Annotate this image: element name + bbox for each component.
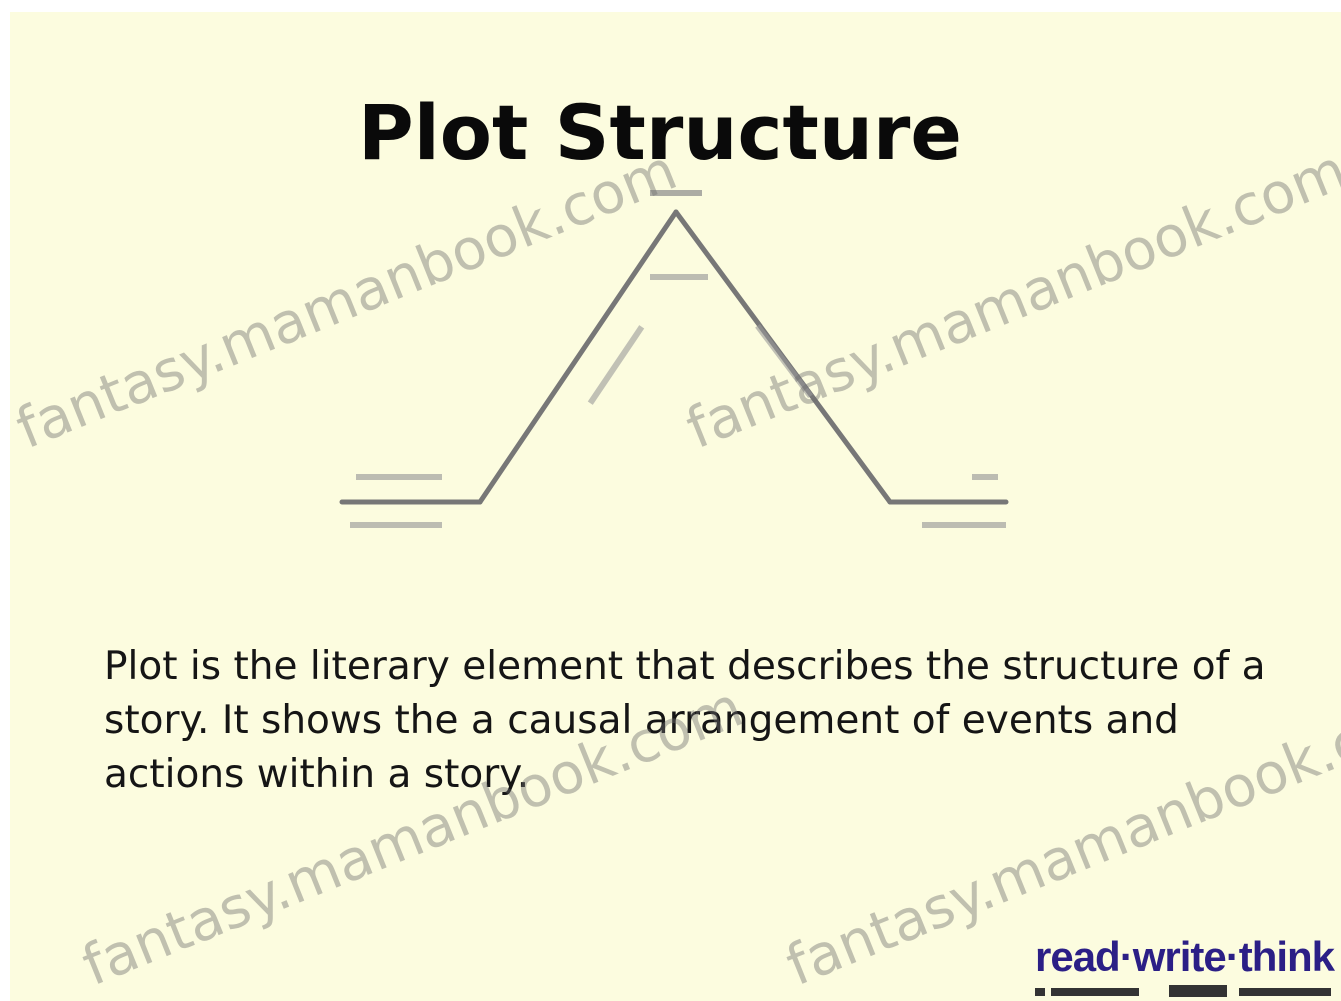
exposition-label-mark xyxy=(350,522,442,528)
readwritethink-logo: read·write·think xyxy=(1035,934,1341,1001)
falling-action-label-mark xyxy=(755,324,813,398)
climax-top-label-mark xyxy=(650,190,702,196)
climax-label-mark xyxy=(650,274,708,280)
slide-description: Plot is the literary element that descri… xyxy=(104,644,1266,797)
logo-text: read·write·think xyxy=(1035,933,1335,980)
slide: Plot Structure Plot is the literary elem… xyxy=(10,12,1341,1001)
resolution-label-mark xyxy=(922,522,1006,528)
rising-action-line xyxy=(477,209,679,505)
plot-pyramid-diagram xyxy=(339,190,1009,528)
rising-action-label-mark xyxy=(587,325,645,405)
end-label-mark xyxy=(972,474,998,480)
slide-title: Plot Structure xyxy=(358,88,962,177)
beginning-label-mark xyxy=(356,474,442,480)
logo-partner-strip xyxy=(1035,982,1341,1000)
